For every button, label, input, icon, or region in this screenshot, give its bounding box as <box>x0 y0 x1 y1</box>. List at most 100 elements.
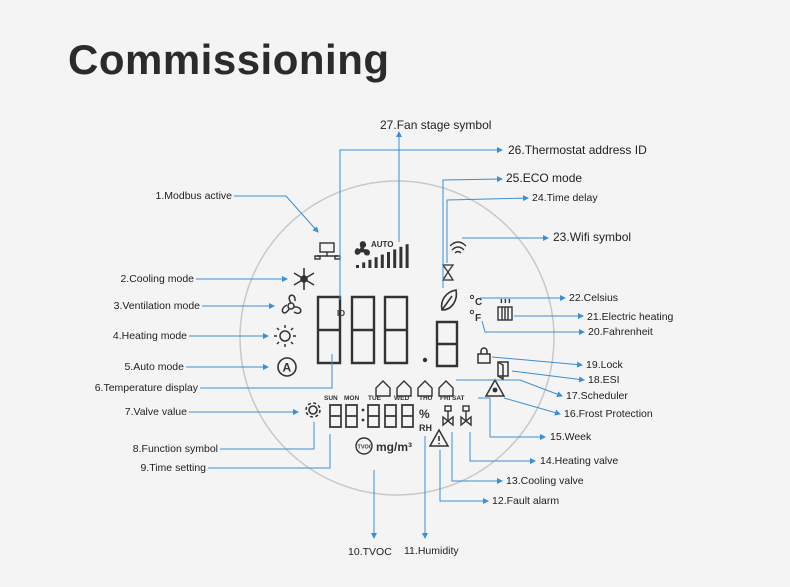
small-digit <box>329 404 342 428</box>
small-digit <box>345 404 358 428</box>
callout-11: 11.Humidity <box>404 545 459 557</box>
callout-21: 21.Electric heating <box>587 311 674 323</box>
callout-text: Cooling mode <box>129 273 194 285</box>
celsius-icon: C <box>469 294 482 308</box>
callout-number: 23 <box>553 230 567 244</box>
callout-text: Week <box>564 431 592 443</box>
frost-protection-icon <box>484 378 506 397</box>
callout-text: Fault alarm <box>506 495 560 507</box>
callout-text: Electric heating <box>601 311 674 323</box>
small-digit <box>401 404 414 428</box>
fault-alarm-icon <box>428 428 450 447</box>
fan-stage-bar <box>387 252 390 268</box>
fan-stage-bar <box>368 259 372 268</box>
lock-icon <box>477 347 491 364</box>
callout-text: Temperature display <box>103 382 198 394</box>
callout-number: 5 <box>124 361 131 373</box>
display-outline <box>239 180 555 496</box>
callout-number: 9 <box>140 462 147 474</box>
fan-stage-bars <box>356 244 409 268</box>
callout-number: 21 <box>587 311 599 323</box>
callout-27: 27.Fan stage symbol <box>380 118 492 132</box>
callout-24: 24.Time delay <box>532 192 598 204</box>
callout-26: 26.Thermostat address ID <box>508 143 647 157</box>
gear-function-icon <box>305 402 321 418</box>
callout-20: 20.Fahrenheit <box>588 326 653 338</box>
fan-stage-bar <box>393 249 397 268</box>
callout-text: Fahrenheit <box>602 326 653 338</box>
callout-text: Valve value <box>133 406 187 418</box>
percent-sign: % <box>419 407 430 421</box>
callout-12: 12.Fault alarm <box>492 495 560 507</box>
callout-number: 13 <box>506 475 518 487</box>
callout-1: 1.Modbus active <box>155 190 232 202</box>
callout-17: 17.Scheduler <box>566 390 628 402</box>
callout-number: 11 <box>404 545 415 557</box>
day-label: MON <box>344 395 359 402</box>
callout-text: ECO mode <box>522 171 583 185</box>
time-colon <box>361 408 365 422</box>
callout-15: 15.Week <box>550 431 592 443</box>
big-digit <box>435 320 459 368</box>
callout-16: 16.Frost Protection <box>564 408 653 420</box>
day-label: SAT <box>452 395 465 402</box>
callout-number: 17 <box>566 390 578 402</box>
ventilation-icon <box>281 294 302 314</box>
eco-leaf-icon <box>440 289 458 311</box>
callout-text: Cooling valve <box>520 475 584 487</box>
callout-number: 20 <box>588 326 600 338</box>
small-digit <box>384 404 397 428</box>
auto-mode-icon: A <box>277 357 297 377</box>
callout-number: 16 <box>564 408 576 420</box>
callout-number: 22 <box>569 292 581 304</box>
callout-6: 6.Temperature display <box>94 382 198 394</box>
callout-number: 15 <box>550 431 562 443</box>
page-title: Commissioning <box>68 36 390 83</box>
day-label: SUN <box>324 395 338 402</box>
callout-4: 4.Heating mode <box>112 330 187 342</box>
modbus-icon <box>314 242 341 260</box>
callout-text: Time delay <box>546 192 598 204</box>
day-label: WED <box>394 395 409 402</box>
fahrenheit-letter: F <box>475 313 481 324</box>
day-label: TUE <box>368 395 382 402</box>
callout-number: 25 <box>506 171 520 185</box>
callout-text: Time setting <box>149 462 206 474</box>
callout-8: 8.Function symbol <box>132 443 218 455</box>
callout-23: 23.Wifi symbol <box>553 230 632 244</box>
callout-number: 18 <box>588 374 600 386</box>
callout-25: 25.ECO mode <box>506 171 583 185</box>
sun-heating-icon <box>274 325 296 347</box>
big-digit <box>383 295 409 365</box>
fan-stage-bar <box>362 262 366 268</box>
callout-number: 7 <box>124 406 131 418</box>
temperature-digits <box>316 295 459 368</box>
callout-19: 19.Lock <box>586 359 623 371</box>
house-icon <box>438 380 454 397</box>
rh-label: RH <box>419 423 432 433</box>
callout-text: Function symbol <box>141 443 218 455</box>
tvoc-badge-icon: TVOC <box>355 437 373 455</box>
auto-label: AUTO <box>371 240 394 249</box>
callout-number: 26 <box>508 143 522 157</box>
callout-text: ESI <box>602 374 620 386</box>
celsius-letter: C <box>475 297 482 308</box>
callout-text: Thermostat address ID <box>524 143 647 157</box>
callout-number: 14 <box>540 455 552 467</box>
big-digit <box>316 295 342 365</box>
callout-text: Fan stage symbol <box>396 118 492 132</box>
snowflake-icon <box>293 268 315 290</box>
heating-valve-icon <box>442 405 454 427</box>
callout-text: Modbus active <box>164 190 232 202</box>
callout-22: 22.Celsius <box>569 292 619 304</box>
fan-stage-bar <box>405 244 409 268</box>
callout-number: 4 <box>112 330 119 342</box>
electric-heating-icon <box>497 298 513 321</box>
fahrenheit-icon: F <box>469 309 481 324</box>
fan-stage-bar <box>399 246 403 268</box>
big-digit <box>350 295 376 365</box>
callout-number: 8 <box>132 443 139 455</box>
callout-text: Ventilation mode <box>122 300 200 312</box>
